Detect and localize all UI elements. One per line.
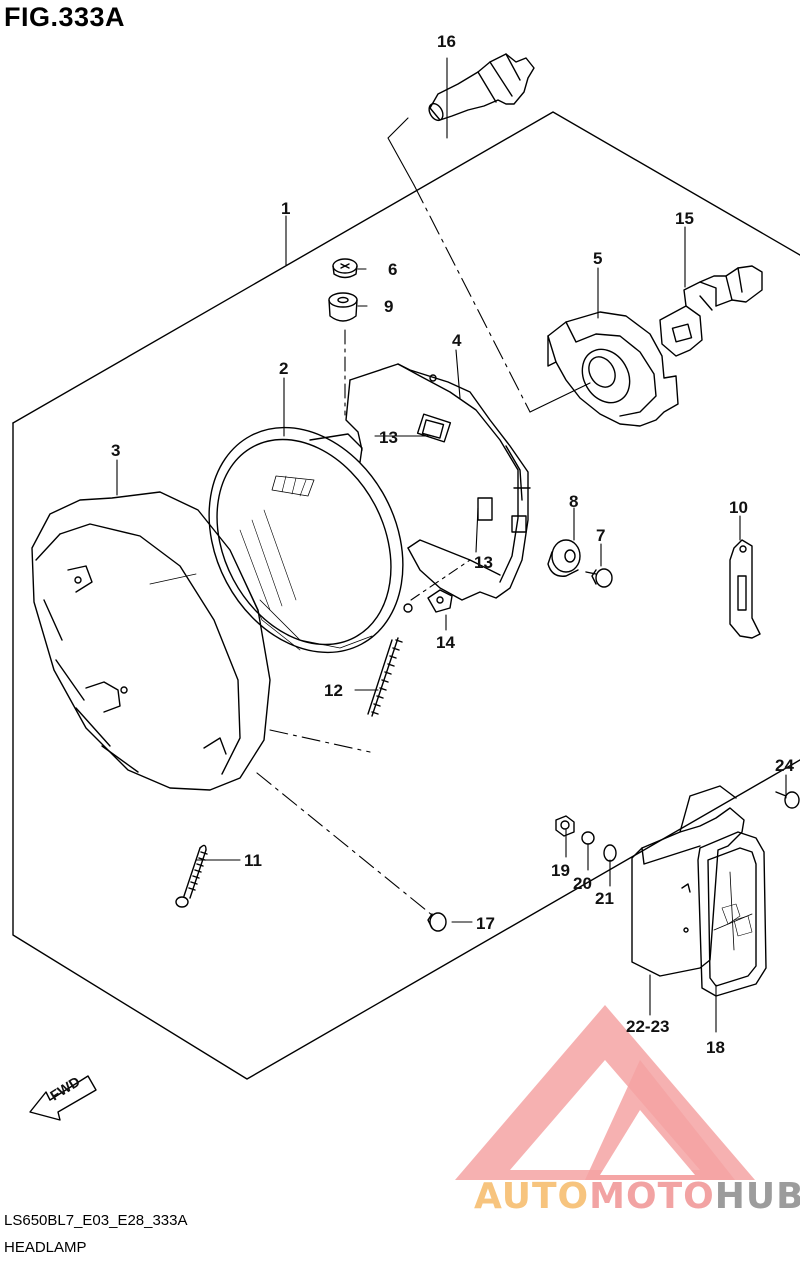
callout-2: 2 xyxy=(279,359,288,378)
screw-part-24 xyxy=(775,791,800,809)
leader-lines xyxy=(116,57,787,1033)
callout-19: 19 xyxy=(551,861,570,880)
callout-13-upper: 13 xyxy=(379,428,398,447)
callout-5: 5 xyxy=(593,249,602,268)
watermark-logo xyxy=(455,1005,755,1180)
washer-part-21 xyxy=(603,844,617,862)
watermark-text: AUTOMOTOHUB xyxy=(474,1176,800,1217)
callout-7: 7 xyxy=(596,526,605,545)
stay-part-10 xyxy=(729,539,761,639)
callout-13-lower: 13 xyxy=(474,553,493,572)
nut-part-13-top xyxy=(421,419,445,439)
bracket-part-4 xyxy=(345,363,531,601)
callout-22-23: 22-23 xyxy=(626,1017,669,1036)
rim-part-3 xyxy=(31,491,271,791)
housing-part-5 xyxy=(547,311,679,427)
housing-part-22-23 xyxy=(631,785,745,977)
callout-1: 1 xyxy=(281,199,290,218)
callout-11: 11 xyxy=(244,851,262,870)
forward-direction-arrow: FWD xyxy=(29,1073,97,1121)
screw-part-6 xyxy=(332,258,358,279)
callout-24: 24 xyxy=(775,756,794,775)
callout-15: 15 xyxy=(675,209,694,228)
callout-21: 21 xyxy=(595,889,614,908)
callout-16: 16 xyxy=(437,32,456,51)
screw-part-11 xyxy=(175,844,208,908)
callout-6: 6 xyxy=(388,260,397,279)
callout-12: 12 xyxy=(324,681,343,700)
callout-10: 10 xyxy=(729,498,748,517)
diagram-caption: HEADLAMP xyxy=(4,1239,87,1256)
washer-part-20 xyxy=(581,831,595,845)
callout-17: 17 xyxy=(476,914,495,933)
bolt-part-7 xyxy=(585,568,613,588)
headlamp-unit-part-2 xyxy=(208,426,413,654)
spring-part-12 xyxy=(367,637,403,717)
assembly-boundary xyxy=(12,111,800,424)
nut-part-19 xyxy=(555,815,575,837)
grommet-part-9 xyxy=(328,292,358,322)
callout-18: 18 xyxy=(706,1038,725,1057)
bulb-part-16 xyxy=(428,53,535,122)
connector-part-15 xyxy=(659,265,763,357)
clip-part-14 xyxy=(427,589,453,613)
callout-8: 8 xyxy=(569,492,578,511)
figure-title: FIG.333A xyxy=(4,2,126,32)
callout-3: 3 xyxy=(111,441,120,460)
callout-9: 9 xyxy=(384,297,393,316)
lens-part-18 xyxy=(697,831,767,997)
assembly-boundary-lower xyxy=(12,422,800,1080)
rubber-mount-part-8 xyxy=(547,539,581,577)
callout-4: 4 xyxy=(452,331,462,350)
callout-20: 20 xyxy=(573,874,592,893)
diagram-code: LS650BL7_E03_E28_333A xyxy=(4,1212,188,1229)
callout-14: 14 xyxy=(436,633,455,652)
screw-part-17 xyxy=(427,912,447,932)
